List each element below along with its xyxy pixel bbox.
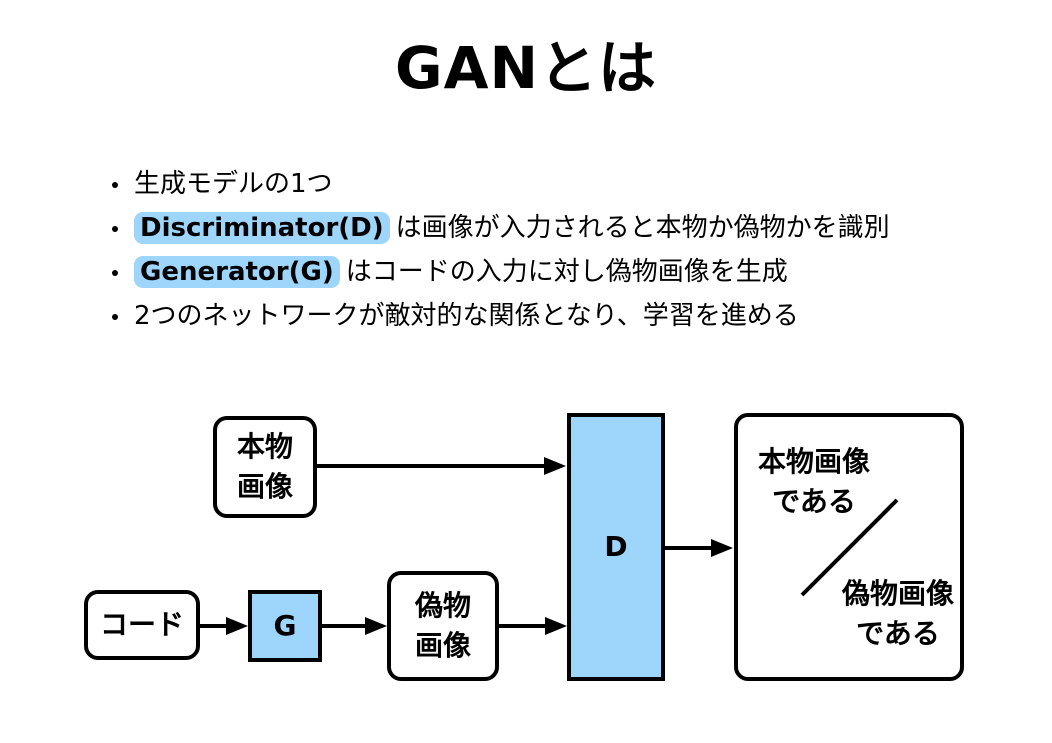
highlight-discriminator: Discriminator(D) — [134, 212, 390, 244]
bullet-text: 生成モデルの1つ — [134, 169, 333, 199]
bullet-item: 生成モデルの1つ — [112, 162, 890, 206]
output-divider-line — [800, 498, 899, 597]
code-box: コード — [84, 590, 200, 660]
arrowhead-d-to-output — [711, 539, 733, 557]
generator-box: G — [248, 590, 322, 662]
real-image-box: 本物 画像 — [213, 416, 317, 518]
arrowhead-fake-to-d — [545, 617, 567, 635]
bullet-item: Generator(G)はコードの入力に対し偽物画像を生成 — [112, 250, 890, 294]
bullet-list: 生成モデルの1つ Discriminator(D)は画像が入力されると本物か偽物… — [112, 162, 890, 338]
highlight-generator: Generator(G) — [134, 256, 340, 288]
arrowhead-code-to-g — [226, 617, 248, 635]
bullet-item: 2つのネットワークが敵対的な関係となり、学習を進める — [112, 294, 890, 338]
output-real-label: 本物画像 である — [757, 445, 870, 518]
output-fake-label: 偽物画像 である — [841, 577, 954, 650]
arrowhead-real-to-d — [544, 457, 566, 475]
discriminator-box: D — [567, 413, 665, 681]
page-title: GANとは — [394, 34, 658, 102]
fake-image-box: 偽物 画像 — [387, 571, 499, 681]
bullet-text: は画像が入力されると本物か偽物かを識別 — [395, 213, 890, 243]
bullet-item: Discriminator(D)は画像が入力されると本物か偽物かを識別 — [112, 206, 890, 250]
bullet-text: はコードの入力に対し偽物画像を生成 — [345, 257, 788, 287]
arrowhead-g-to-fake — [365, 617, 387, 635]
bullet-text: 2つのネットワークが敵対的な関係となり、学習を進める — [134, 301, 799, 331]
